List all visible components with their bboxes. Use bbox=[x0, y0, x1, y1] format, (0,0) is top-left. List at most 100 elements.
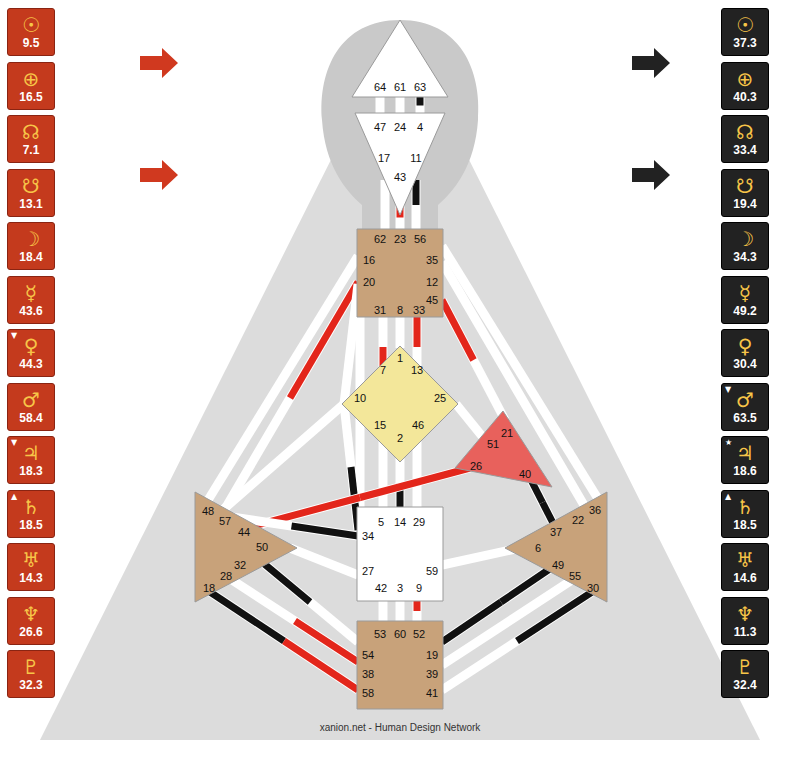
gate-number: 31 bbox=[374, 305, 386, 316]
channel-line bbox=[442, 548, 520, 565]
planet-symbol: ♂ bbox=[22, 389, 40, 411]
gate-number: 33 bbox=[413, 305, 425, 316]
gate-line-number: 32.3 bbox=[19, 678, 42, 692]
channel-line bbox=[442, 592, 592, 690]
gate-number: 48 bbox=[202, 506, 214, 517]
planet-symbol: ☉ bbox=[736, 14, 754, 36]
gate-line-number: 13.1 bbox=[19, 197, 42, 211]
planet-box: ▲ ♄18.5 bbox=[721, 490, 769, 538]
gate-number: 14 bbox=[394, 517, 406, 528]
gate-number: 51 bbox=[487, 439, 499, 450]
gate-number: 45 bbox=[426, 295, 438, 306]
gate-number: 32 bbox=[234, 560, 246, 571]
gate-number: 22 bbox=[572, 515, 584, 526]
channel-stroke bbox=[442, 548, 520, 565]
gate-number: 37 bbox=[550, 527, 562, 538]
center-outline bbox=[195, 492, 297, 602]
gate-line-number: 11.3 bbox=[734, 625, 757, 639]
center-outline bbox=[455, 411, 552, 487]
spleen-center: 48574450322818 bbox=[193, 490, 299, 604]
gate-line-number: 9.5 bbox=[23, 36, 40, 50]
planet-box: ☉9.5 bbox=[7, 8, 55, 56]
gate-line-number: 43.6 bbox=[19, 304, 42, 318]
retro-marker: ▲ bbox=[725, 492, 731, 501]
gate-number: 30 bbox=[587, 583, 599, 594]
body-triangle bbox=[40, 22, 760, 740]
gate-number: 21 bbox=[501, 428, 513, 439]
planet-symbol: ☋ bbox=[736, 175, 754, 197]
gate-line-number: 44.3 bbox=[19, 357, 42, 371]
planet-box: ♂58.4 bbox=[7, 383, 55, 431]
planet-symbol: ♃ bbox=[736, 442, 754, 464]
gate-number: 42 bbox=[375, 583, 387, 594]
gate-line-number: 14.3 bbox=[19, 571, 42, 585]
gate-line-number: 63.5 bbox=[733, 411, 756, 425]
channel-stroke bbox=[344, 284, 358, 404]
channel-line bbox=[442, 246, 600, 502]
channel-stroke bbox=[413, 600, 422, 622]
channel-stroke bbox=[210, 592, 358, 690]
planet-box: ♆26.6 bbox=[7, 597, 55, 645]
channel-stroke bbox=[517, 592, 592, 641]
gate-line-number: 18.6 bbox=[733, 464, 756, 478]
gate-line-number: 32.4 bbox=[733, 678, 756, 692]
gate-number: 60 bbox=[394, 629, 406, 640]
gate-number: 16 bbox=[363, 255, 375, 266]
channel-stroke bbox=[292, 526, 359, 536]
planet-box: ▼♀44.3 bbox=[7, 329, 55, 377]
channel-line bbox=[218, 404, 344, 514]
head-silhouette bbox=[322, 20, 479, 240]
gate-number: 50 bbox=[256, 542, 268, 553]
channel-line bbox=[383, 600, 384, 622]
center-shape bbox=[452, 410, 556, 488]
channel-stroke bbox=[360, 468, 470, 498]
arrow-icon bbox=[632, 160, 670, 190]
gate-number: 5 bbox=[378, 517, 384, 528]
channel-line bbox=[400, 316, 401, 348]
gate-line-number: 18.5 bbox=[19, 518, 42, 532]
planet-symbol: ♆ bbox=[736, 603, 754, 625]
channel-stroke bbox=[290, 548, 358, 575]
planet-box: ♅14.6 bbox=[721, 543, 769, 591]
gate-number: 20 bbox=[363, 277, 375, 288]
gate-number: 49 bbox=[552, 560, 564, 571]
gate-number: 11 bbox=[410, 153, 421, 164]
planet-symbol: ♃ bbox=[22, 442, 40, 464]
planet-box: ♀30.4 bbox=[721, 329, 769, 377]
throat-center: 622356163520124531833 bbox=[356, 228, 444, 318]
sacral-center: 514293427594239 bbox=[356, 506, 444, 602]
gate-number: 43 bbox=[394, 172, 406, 183]
gate-number: 52 bbox=[413, 629, 425, 640]
channel-stroke bbox=[379, 600, 388, 622]
center-outline bbox=[357, 621, 443, 709]
gate-number: 26 bbox=[470, 461, 482, 472]
gate-line-number: 18.3 bbox=[19, 464, 42, 478]
planet-symbol: ☊ bbox=[22, 121, 40, 143]
channel-stroke bbox=[222, 282, 358, 514]
planet-box: ★ ♃18.6 bbox=[721, 436, 769, 484]
gate-number: 17 bbox=[378, 153, 390, 164]
channel-stroke bbox=[344, 404, 358, 530]
planet-symbol: ☿ bbox=[25, 282, 37, 304]
gate-number: 46 bbox=[412, 420, 424, 431]
gate-number: 63 bbox=[414, 82, 426, 93]
gate-line-number: 18.5 bbox=[733, 518, 756, 532]
planet-symbol: ♆ bbox=[22, 603, 40, 625]
planet-symbol: ⊕ bbox=[737, 68, 754, 90]
channel-line bbox=[222, 282, 358, 514]
gate-line-number: 40.3 bbox=[733, 90, 756, 104]
retro-marker: ★ bbox=[725, 438, 732, 447]
gate-line-number: 37.3 bbox=[733, 36, 756, 50]
gate-number: 64 bbox=[374, 82, 386, 93]
planet-symbol: ♄ bbox=[736, 496, 754, 518]
planet-symbol: ☉ bbox=[22, 14, 40, 36]
channel-stroke bbox=[412, 180, 421, 230]
gate-line-number: 26.6 bbox=[19, 625, 42, 639]
channel-stroke bbox=[414, 316, 421, 347]
arrow-icon bbox=[632, 48, 670, 78]
channel-stroke bbox=[442, 592, 592, 690]
gate-number: 41 bbox=[426, 688, 438, 699]
arrow-icon bbox=[140, 48, 178, 78]
planet-symbol: ♂ bbox=[736, 389, 754, 411]
planet-box: ☊7.1 bbox=[7, 115, 55, 163]
